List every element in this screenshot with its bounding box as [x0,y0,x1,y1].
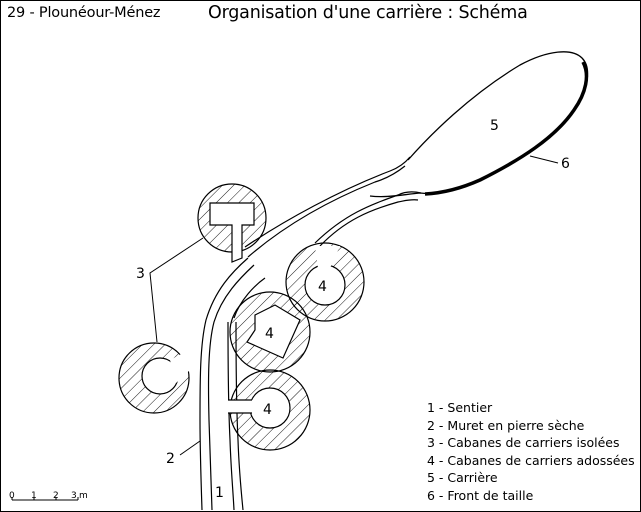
wall-label: 2 [166,451,175,467]
isolated-huts-label: 3 [136,266,145,282]
isolated-hut-top [197,183,267,263]
leader-6 [529,155,559,164]
isolated-hut-left [118,342,190,414]
quarry-face-label: 6 [561,156,570,172]
attached-hut-1: 4 [285,242,365,322]
attached-hut-3: 4 [228,369,311,451]
diagram-title: Organisation d'une carrière : Schéma [208,3,528,23]
attached-hut-1-label: 4 [318,279,327,295]
scale-tick-1: 1 [31,491,37,501]
leader-2 [179,440,201,456]
wall-lower-outer [314,191,422,244]
path-left-edge-inner [207,264,255,511]
attached-hut-3-label: 4 [263,402,272,418]
leader-3 [149,237,204,343]
legend-item: 3 - Cabanes de carriers isolées [427,435,620,451]
scale-tick-2: 2 [53,491,59,501]
quarry-outline [369,51,589,198]
legend: 1 - Sentier 2 - Muret en pierre sèche 3 … [427,399,635,505]
quarry-face-edge [424,61,589,196]
legend-item: 5 - Carrière [427,470,498,486]
scale-unit: m [79,491,88,501]
legend-item: 2 - Muret en pierre sèche [427,417,585,433]
quarry-label: 5 [490,118,499,134]
attached-hut-2-label: 4 [265,326,274,342]
path-label: 1 [215,485,224,501]
scale-tick-3: 3 [71,491,77,501]
path-left-edge [199,257,249,511]
scale-bar: 0 1 2 3 m [9,491,88,501]
legend-item: 6 - Front de taille [427,487,534,503]
wall-lower-inner [319,199,419,247]
wall-upper-inner [247,165,406,258]
wall-upper-outer [244,156,411,248]
scale-tick-0: 0 [9,491,15,501]
location-label: 29 - Plounéour-Ménez [7,5,161,21]
legend-item: 4 - Cabanes de carriers adossées [427,452,635,468]
attached-hut-2: 4 [229,291,311,373]
legend-item: 1 - Sentier [427,400,493,415]
